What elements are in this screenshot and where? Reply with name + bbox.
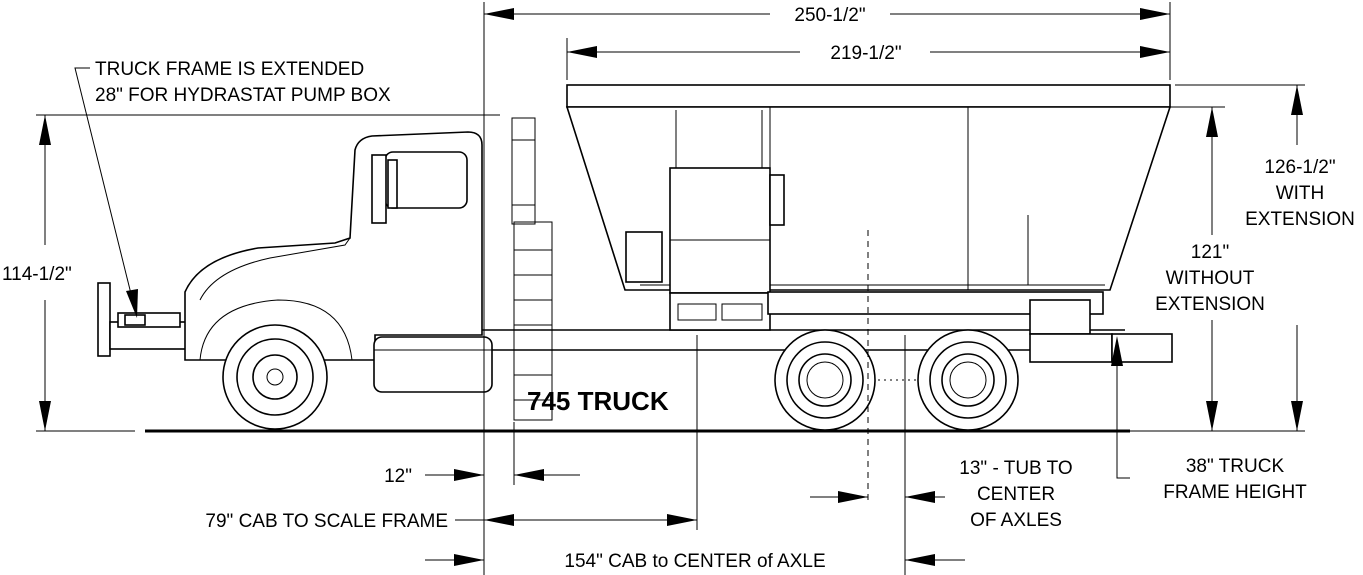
model-title: 745 TRUCK xyxy=(527,386,669,416)
without-ext-line3: EXTENSION xyxy=(1155,294,1265,315)
mixer-tub xyxy=(565,84,1172,294)
with-ext-line2: WITH xyxy=(1276,183,1325,204)
dim-tub-length-label: 219-1/2" xyxy=(830,43,901,64)
dim-cab-to-scale: 79" CAB TO SCALE FRAME xyxy=(205,511,697,532)
dim-tub-to-axles: 13" - TUB TO CENTER OF AXLES xyxy=(810,458,1073,531)
dim-overall-length: 250-1/2" xyxy=(484,5,1170,26)
dim-cab-to-axle-label: 154" CAB to CENTER of AXLE xyxy=(564,551,825,572)
with-ext-line3: EXTENSION xyxy=(1245,209,1355,230)
dim-cab-height-label: 114-1/2" xyxy=(2,264,72,285)
dim-frame-height: 38" TRUCK FRAME HEIGHT xyxy=(1111,336,1307,503)
ladder xyxy=(511,117,553,421)
frame-height-line1: 38" TRUCK xyxy=(1186,456,1285,477)
frame-note-line2: 28" FOR HYDRASTAT PUMP BOX xyxy=(95,85,391,106)
tub-to-axles-line2: CENTER xyxy=(977,484,1055,505)
tub-to-axles-line1: 13" - TUB TO xyxy=(959,458,1072,479)
frame-note-line1: TRUCK FRAME IS EXTENDED xyxy=(95,59,364,80)
front-wheel xyxy=(222,324,328,430)
dim-height-with-extension: 126-1/2" WITH EXTENSION xyxy=(1245,85,1355,431)
dim-cab-to-scale-label: 79" CAB TO SCALE FRAME xyxy=(205,511,448,532)
truck-illustration xyxy=(97,84,1173,431)
extension-lines xyxy=(36,2,1305,575)
dim-cab-height: 114-1/2" xyxy=(2,115,72,431)
rear-wheel-1 xyxy=(774,329,876,431)
dim-ladder-offset: 12" xyxy=(384,466,580,487)
frame-height-line2: FRAME HEIGHT xyxy=(1163,482,1307,503)
with-ext-line1: 126-1/2" xyxy=(1264,157,1335,178)
dim-height-without-extension: 121" WITHOUT EXTENSION xyxy=(1155,107,1265,431)
dim-cab-to-axle: 154" CAB to CENTER of AXLE xyxy=(425,551,965,572)
dim-tub-length: 219-1/2" xyxy=(567,43,1170,64)
dim-ladder-offset-label: 12" xyxy=(384,466,412,487)
tub-to-axles-line3: OF AXLES xyxy=(970,510,1062,531)
rear-wheel-2 xyxy=(917,329,1019,431)
without-ext-line1: 121" xyxy=(1191,242,1229,263)
dim-overall-length-label: 250-1/2" xyxy=(794,5,865,26)
without-ext-line2: WITHOUT xyxy=(1166,268,1255,289)
frame-extension-note: TRUCK FRAME IS EXTENDED 28" FOR HYDRASTA… xyxy=(74,59,391,318)
